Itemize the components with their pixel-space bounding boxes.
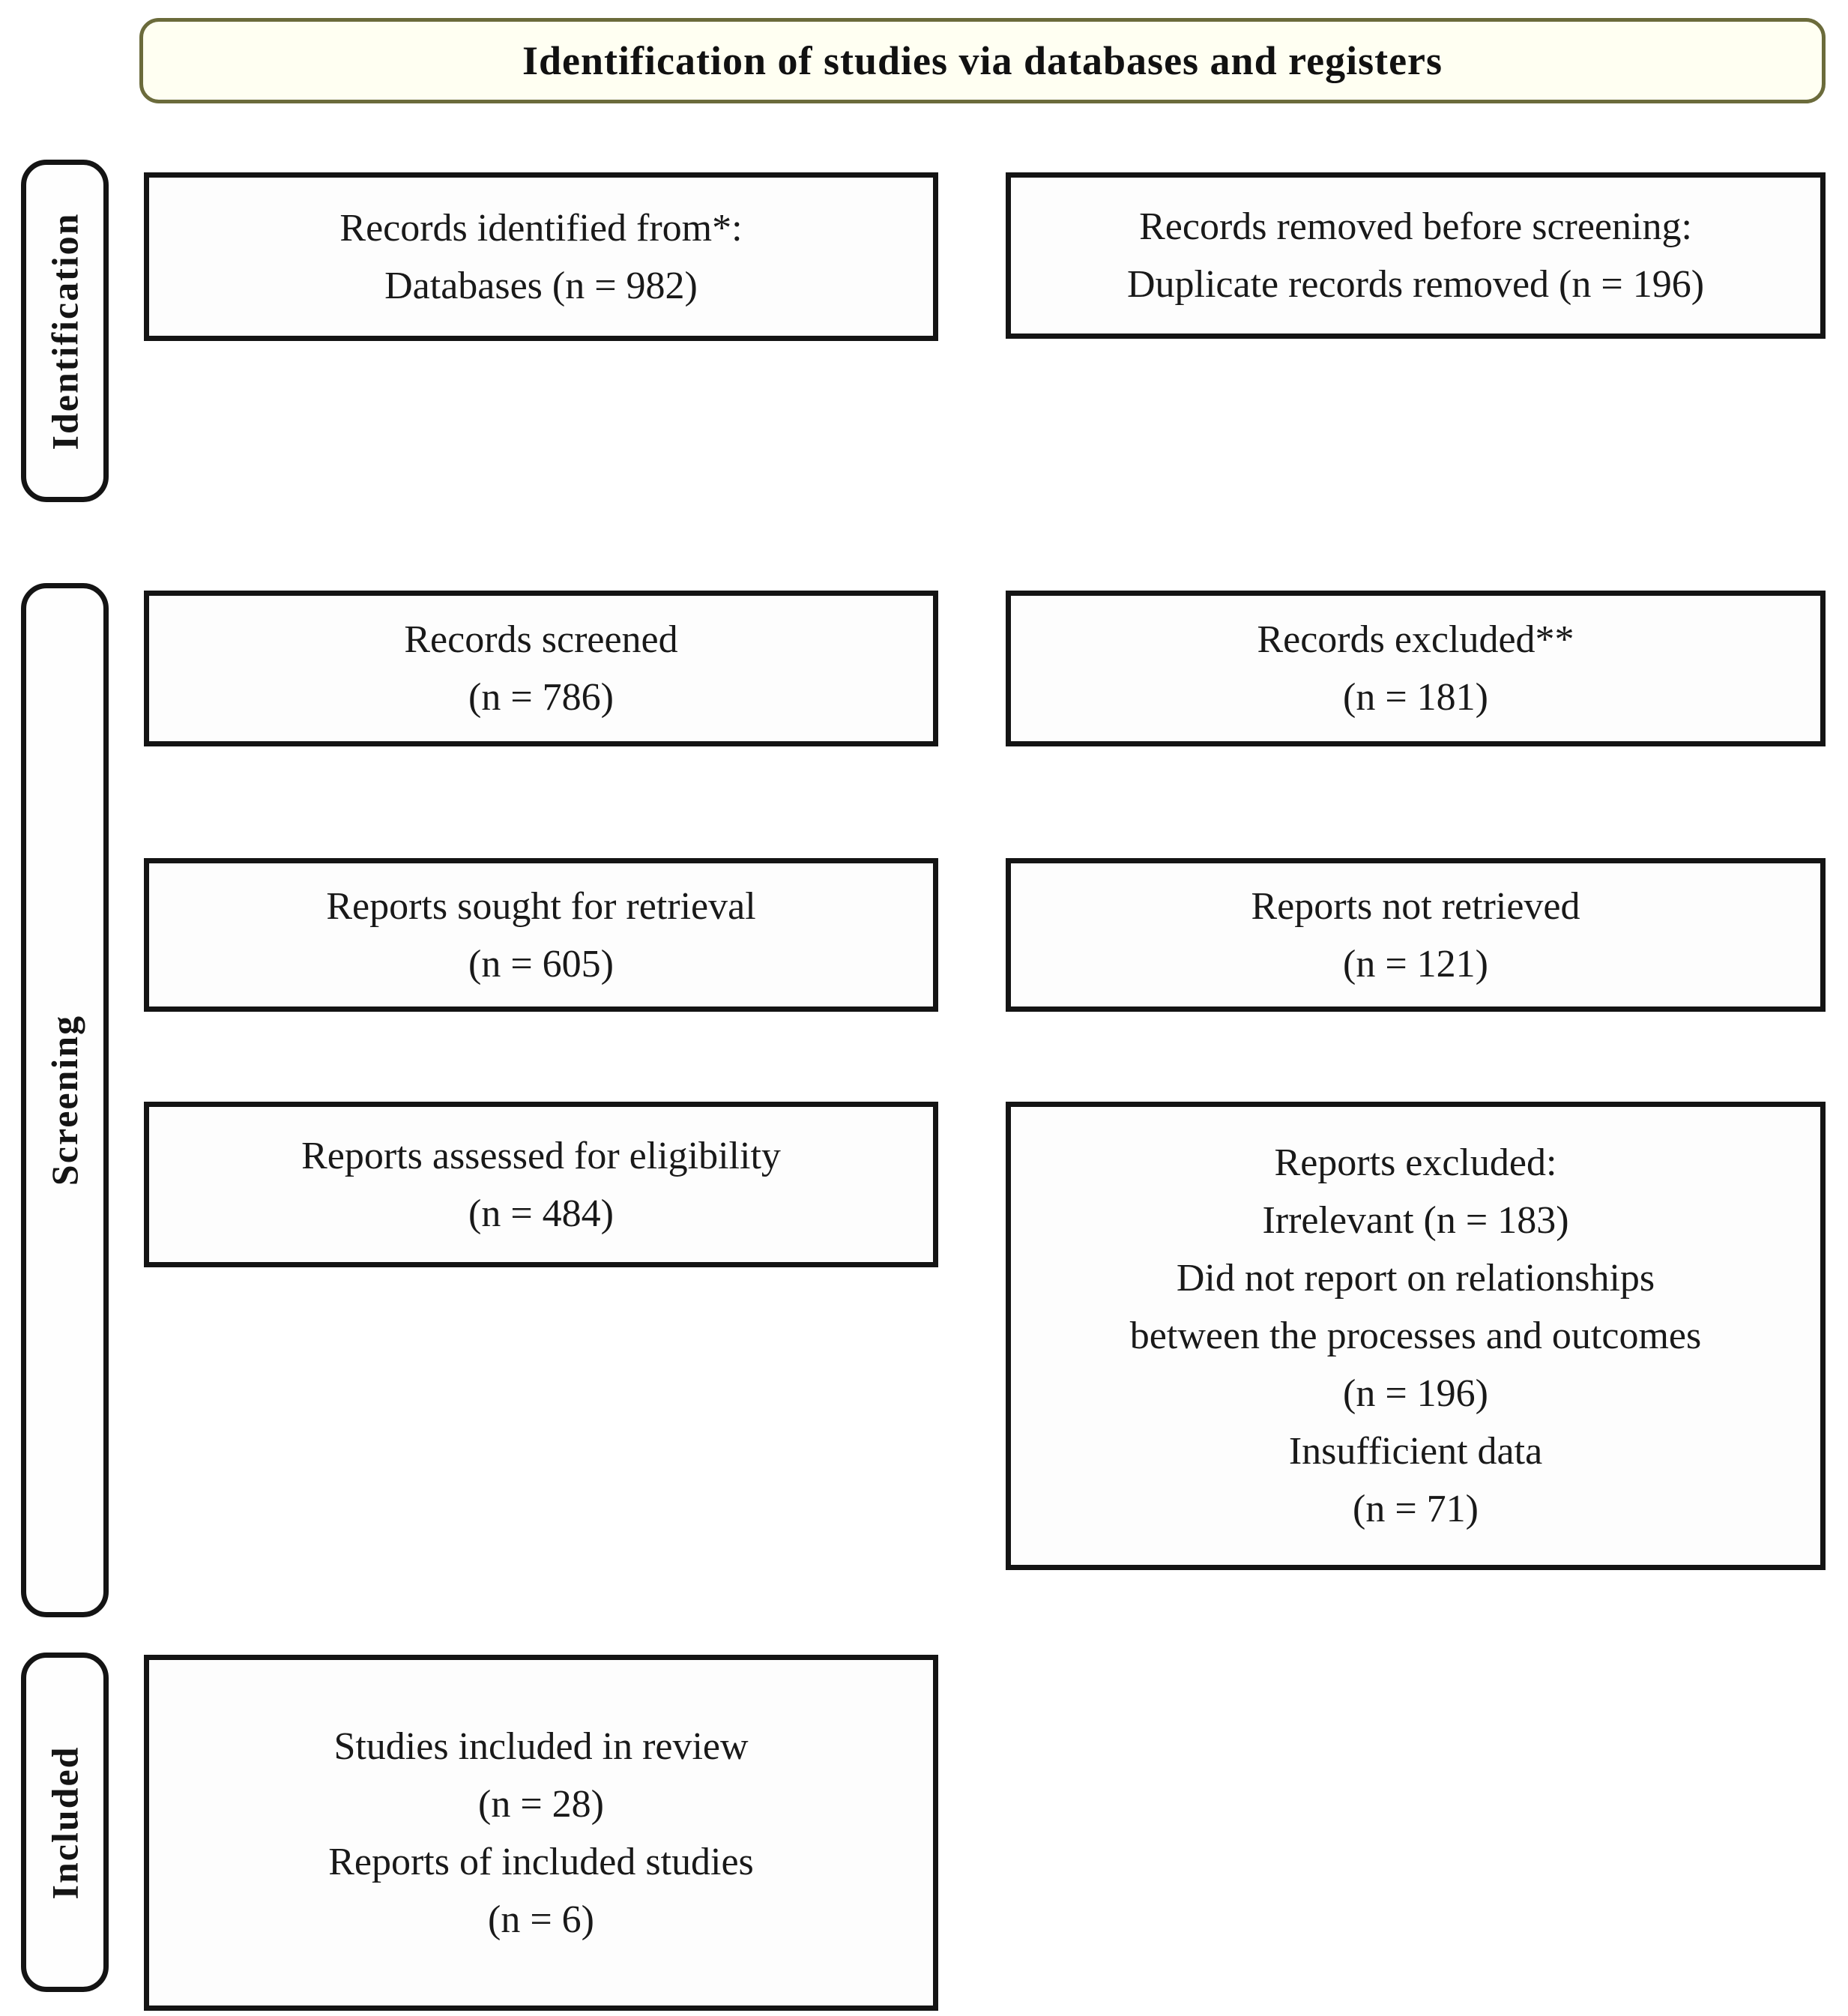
box-line: Reports assessed for eligibility	[301, 1134, 781, 1177]
box-text: Reports assessed for eligibility (n = 48…	[149, 1127, 933, 1243]
box-line: Reports not retrieved	[1251, 884, 1580, 928]
box-text: Reports not retrieved (n = 121)	[1011, 878, 1820, 993]
box-line: Studies included in review	[333, 1724, 749, 1768]
box-reports-sought-for-retrieval: Reports sought for retrieval (n = 605)	[144, 858, 938, 1012]
box-line: (n = 786)	[468, 676, 614, 719]
box-text: Records excluded** (n = 181)	[1011, 611, 1820, 726]
box-studies-included-in-review: Studies included in review (n = 28) Repo…	[144, 1655, 938, 2011]
stage-label-included: Included	[21, 1653, 109, 1992]
box-line: Records excluded**	[1257, 618, 1574, 661]
box-reports-not-retrieved: Reports not retrieved (n = 121)	[1006, 858, 1826, 1012]
box-text: Records removed before screening: Duplic…	[1011, 198, 1820, 313]
box-line: Reports of included studies	[328, 1840, 754, 1883]
box-line: Reports excluded:	[1274, 1141, 1557, 1184]
box-line: Irrelevant (n = 183)	[1262, 1199, 1569, 1242]
box-text: Reports sought for retrieval (n = 605)	[149, 878, 933, 993]
box-line: Insufficient data	[1288, 1430, 1543, 1473]
box-line: (n = 484)	[468, 1192, 614, 1235]
box-records-removed-before-screening: Records removed before screening: Duplic…	[1006, 172, 1826, 339]
box-text: Studies included in review (n = 28) Repo…	[149, 1718, 933, 1949]
box-line: (n = 71)	[1353, 1488, 1479, 1530]
stage-label-screening-text: Screening	[43, 1014, 86, 1186]
box-line: (n = 181)	[1343, 676, 1488, 719]
stage-label-screening: Screening	[21, 583, 109, 1617]
box-line: Records removed before screening:	[1139, 205, 1692, 248]
box-line: Duplicate records removed (n = 196)	[1126, 263, 1705, 306]
box-records-excluded: Records excluded** (n = 181)	[1006, 591, 1826, 746]
box-text: Reports excluded: Irrelevant (n = 183) D…	[1011, 1134, 1820, 1538]
box-line: (n = 196)	[1343, 1372, 1488, 1415]
box-line: between the processes and outcomes	[1129, 1315, 1702, 1357]
title-banner: Identification of studies via databases …	[139, 18, 1826, 103]
box-line: (n = 6)	[488, 1898, 594, 1941]
box-line: Databases (n = 982)	[384, 264, 698, 307]
box-text: Records screened (n = 786)	[149, 611, 933, 726]
box-line: Did not report on relationships	[1176, 1257, 1655, 1300]
stage-label-included-text: Included	[43, 1745, 86, 1899]
box-line: (n = 121)	[1343, 942, 1488, 986]
box-line: Records screened	[404, 618, 678, 661]
diagram-title: Identification of studies via databases …	[522, 38, 1443, 83]
box-text: Records identified from*: Databases (n =…	[149, 199, 933, 315]
box-line: Records identified from*:	[339, 206, 743, 250]
box-records-identified: Records identified from*: Databases (n =…	[144, 172, 938, 341]
stage-label-identification-text: Identification	[43, 212, 86, 450]
box-line: Reports sought for retrieval	[326, 884, 756, 928]
stage-label-identification: Identification	[21, 160, 109, 502]
box-records-screened: Records screened (n = 786)	[144, 591, 938, 746]
box-reports-assessed-for-eligibility: Reports assessed for eligibility (n = 48…	[144, 1102, 938, 1267]
box-reports-excluded: Reports excluded: Irrelevant (n = 183) D…	[1006, 1102, 1826, 1570]
box-line: (n = 28)	[478, 1782, 604, 1826]
box-line: (n = 605)	[468, 942, 614, 986]
